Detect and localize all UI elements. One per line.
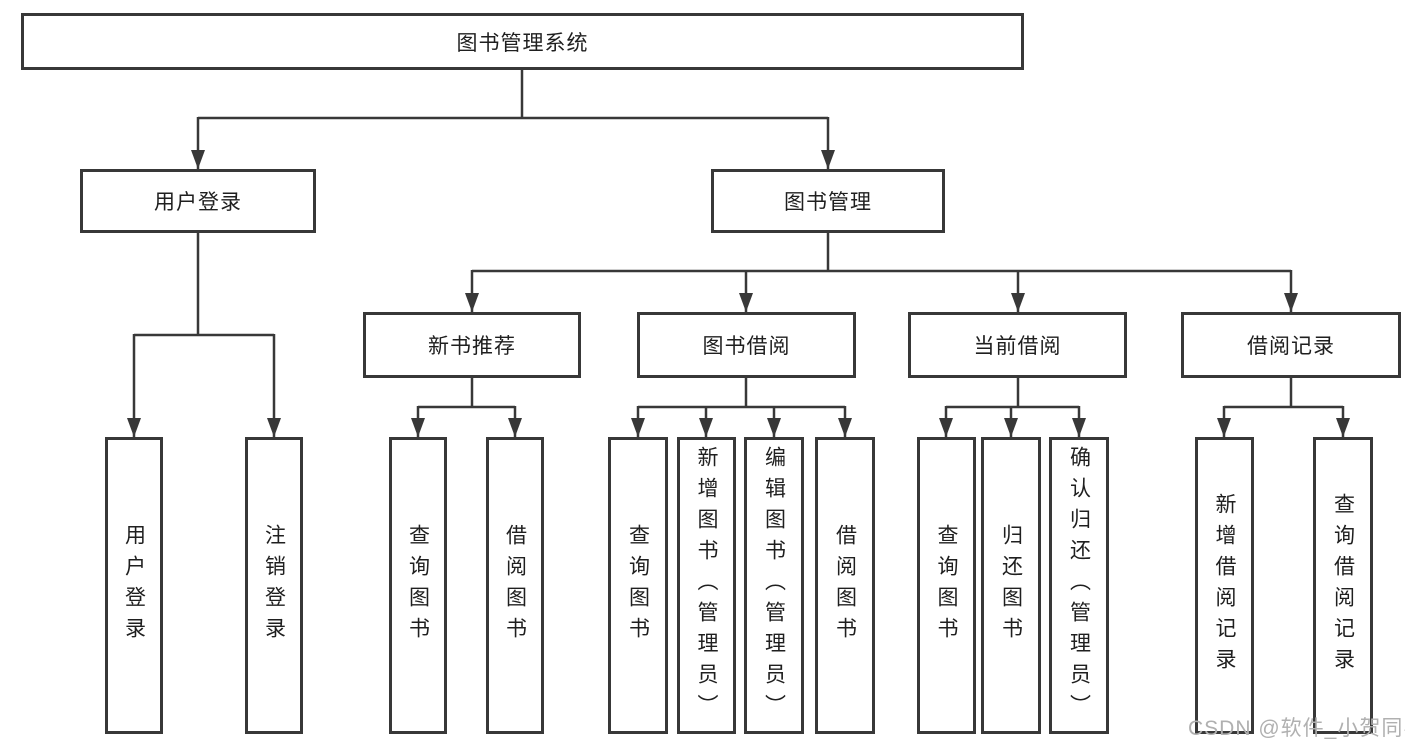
node-label: 借阅记录 (1247, 335, 1335, 358)
node-label: 用户登录 (122, 523, 146, 648)
leaf-records-query-record: 查询借阅记录 (1313, 437, 1373, 734)
tree-connectors (127, 69, 1350, 437)
leaf-current-return-books: 归还图书 (981, 437, 1041, 734)
leaf-borrow-edit-book-admin: 编辑图书（管理员） (744, 437, 804, 734)
node-label: 图书借阅 (702, 335, 791, 358)
node-label: 新增图书（管理员） (695, 446, 718, 725)
node-label: 图书管理系统 (456, 31, 589, 55)
node-label: 归还图书 (999, 523, 1023, 648)
node-label: 查询图书 (935, 523, 958, 648)
node-user-login: 用户登录 (80, 169, 316, 233)
leaf-records-add-record: 新增借阅记录 (1195, 437, 1254, 734)
leaf-current-query-books: 查询图书 (917, 437, 976, 734)
node-borrow-records: 借阅记录 (1181, 312, 1401, 378)
leaf-borrow-borrow-books: 借阅图书 (815, 437, 875, 734)
node-label: 当前借阅 (973, 335, 1062, 358)
node-label: 注销登录 (262, 523, 286, 648)
node-book-borrow: 图书借阅 (637, 312, 856, 378)
leaf-user-login: 用户登录 (105, 437, 163, 734)
csdn-watermark: CSDN @软件_小贺同学 (1188, 717, 1405, 740)
node-label: 查询图书 (406, 523, 430, 648)
leaf-newbook-borrow-books: 借阅图书 (486, 437, 544, 734)
node-label: 借阅图书 (503, 523, 527, 648)
node-library-management-system: 图书管理系统 (21, 13, 1024, 70)
node-label: 确认归还（管理员） (1067, 446, 1091, 725)
node-label: 查询借阅记录 (1331, 492, 1355, 679)
node-current-borrow: 当前借阅 (908, 312, 1127, 378)
leaf-borrow-query-books: 查询图书 (608, 437, 668, 734)
node-label: 新增借阅记录 (1213, 492, 1236, 679)
node-label: 编辑图书（管理员） (762, 446, 786, 725)
node-new-book-recommend: 新书推荐 (363, 312, 581, 378)
node-label: 图书管理 (784, 191, 872, 214)
leaf-current-confirm-return-admin: 确认归还（管理员） (1049, 437, 1109, 734)
node-book-management: 图书管理 (711, 169, 945, 233)
leaf-borrow-add-book-admin: 新增图书（管理员） (677, 437, 736, 734)
node-label: 借阅图书 (833, 523, 857, 648)
node-label: 用户登录 (154, 191, 242, 214)
node-label: 新书推荐 (428, 335, 516, 358)
leaf-newbook-query-books: 查询图书 (389, 437, 447, 734)
leaf-logout: 注销登录 (245, 437, 303, 734)
node-label: 查询图书 (626, 523, 650, 648)
